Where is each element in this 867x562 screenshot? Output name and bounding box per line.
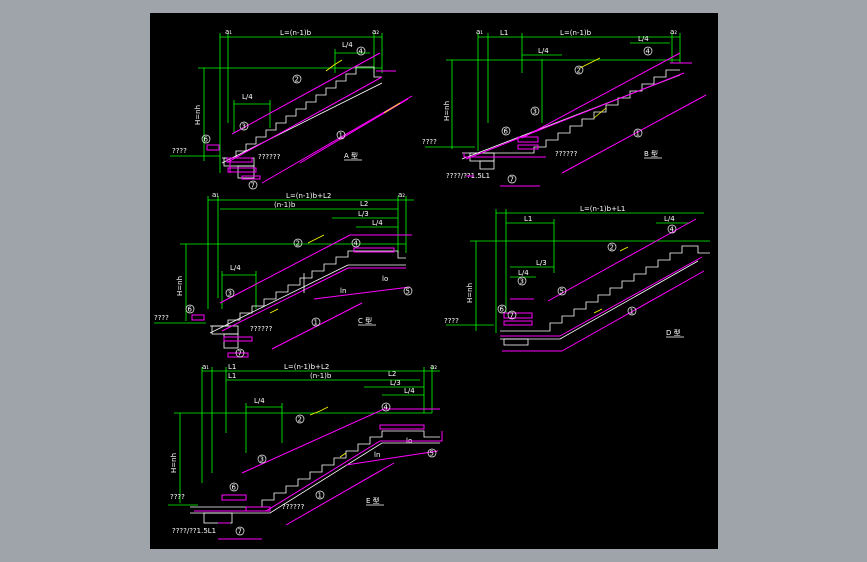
panel-a-a1: a₁ xyxy=(225,28,232,36)
panel-a: L=(n-1)b a₁ a₂ L/4 L/4 H=nh ???? ?????? … xyxy=(170,28,413,190)
svg-text:3: 3 xyxy=(260,456,264,464)
svg-text:6: 6 xyxy=(232,484,237,492)
panel-c-l3: L/3 xyxy=(358,210,369,218)
svg-text:4: 4 xyxy=(670,226,675,234)
panel-a-note-left: ???? xyxy=(172,147,187,155)
svg-text:7: 7 xyxy=(251,182,255,190)
panel-b-title: B 型 xyxy=(644,149,658,158)
svg-text:1: 1 xyxy=(318,492,322,500)
panel-d-top-dim: L=(n-1)b+L1 xyxy=(580,205,625,213)
svg-text:5: 5 xyxy=(560,288,564,296)
panel-e-note-left: ???? xyxy=(170,493,185,501)
svg-text:2: 2 xyxy=(296,240,300,248)
panel-b-quarter-top: L/4 xyxy=(638,35,649,43)
svg-text:4: 4 xyxy=(354,240,359,248)
svg-text:6: 6 xyxy=(204,136,209,144)
panel-d-l3: L/3 xyxy=(536,259,547,267)
svg-text:7: 7 xyxy=(238,350,242,358)
panel-a-height: H=nh xyxy=(194,105,202,125)
panel-a-title: A 型 xyxy=(344,151,358,160)
panel-b-note-bottom: ?????? xyxy=(555,150,578,158)
svg-text:7: 7 xyxy=(510,176,514,184)
panel-c-lo: lo xyxy=(382,275,388,283)
svg-text:1: 1 xyxy=(339,132,343,140)
svg-text:2: 2 xyxy=(610,244,614,252)
panel-d-title: D 型 xyxy=(666,328,681,337)
svg-text:6: 6 xyxy=(504,128,509,136)
panel-e-ln: ln xyxy=(374,451,380,459)
svg-text:6: 6 xyxy=(188,306,193,314)
panel-b: L=(n-1)b a₁ a₂ L1 L/4 L/4 H=nh ???? ????… xyxy=(422,28,707,187)
panel-d-l1: L1 xyxy=(524,215,532,223)
panel-c-note-bottom: ?????? xyxy=(250,325,273,333)
panel-d-l4: L/4 xyxy=(518,269,529,277)
stair-rebar-drawing: L=(n-1)b a₁ a₂ L/4 L/4 H=nh ???? ?????? … xyxy=(154,28,710,540)
svg-text:5: 5 xyxy=(430,450,434,458)
svg-text:4: 4 xyxy=(359,48,364,56)
svg-text:1: 1 xyxy=(630,308,634,316)
panel-d-height: H=nh xyxy=(466,283,474,303)
svg-text:4: 4 xyxy=(646,48,651,56)
cad-drawing-viewport[interactable]: L=(n-1)b a₁ a₂ L/4 L/4 H=nh ???? ?????? … xyxy=(150,13,718,549)
panel-a-quarter-mid: L/4 xyxy=(242,93,253,101)
svg-text:3: 3 xyxy=(520,278,524,286)
panel-e-height: H=nh xyxy=(170,453,178,473)
panel-e-title: E 型 xyxy=(366,496,380,505)
panel-c-title: C 型 xyxy=(358,316,372,325)
panel-e-a1: a₁ xyxy=(202,363,209,371)
panel-e-l4: L/4 xyxy=(404,387,415,395)
panel-c: L=(n-1)b+L2 a₁ a₂ (n-1)b L2 L/3 L/4 L/4 … xyxy=(154,191,414,358)
panel-d-quarter-top: L/4 xyxy=(664,215,675,223)
svg-text:6: 6 xyxy=(500,306,505,314)
panel-e-quarter-mid: L/4 xyxy=(254,397,265,405)
svg-text:7: 7 xyxy=(510,312,514,320)
panel-b-a1: a₁ xyxy=(476,28,483,36)
panel-c-a1: a₁ xyxy=(212,191,219,199)
panel-e-note-bottom: ?????? xyxy=(282,503,305,511)
svg-text:1: 1 xyxy=(636,130,640,138)
svg-text:7: 7 xyxy=(238,528,242,536)
panel-b-top-dim: L=(n-1)b xyxy=(560,29,592,37)
panel-a-quarter-top: L/4 xyxy=(342,41,353,49)
panel-c-quarter-mid: L/4 xyxy=(230,264,241,272)
panel-e-l1: L1 xyxy=(228,363,236,371)
panel-b-l1: L1 xyxy=(500,29,508,37)
panel-e-l1b: L1 xyxy=(228,372,236,380)
panel-e-note-extra: ????/??1.5L1 xyxy=(172,527,216,535)
svg-text:2: 2 xyxy=(298,416,302,424)
panel-b-height: H=nh xyxy=(443,101,451,121)
panel-c-l4: L/4 xyxy=(372,219,383,227)
svg-text:3: 3 xyxy=(533,108,537,116)
panel-b-note-left: ???? xyxy=(422,138,437,146)
panel-c-l2: L2 xyxy=(360,200,368,208)
panel-c-ln: ln xyxy=(340,287,346,295)
panel-d: L=(n-1)b+L1 L1 L/4 L/3 L/4 H=nh ???? 2 4… xyxy=(444,205,710,352)
panel-e-a2: a₂ xyxy=(430,363,437,371)
panel-c-top-dim: L=(n-1)b+L2 xyxy=(286,192,331,200)
panel-e-sub-dim: (n-1)b xyxy=(310,372,332,380)
panel-a-note-bottom: ?????? xyxy=(258,153,281,161)
svg-text:4: 4 xyxy=(384,404,389,412)
svg-text:5: 5 xyxy=(406,288,410,296)
panel-e-top-dim: L=(n-1)b+L2 xyxy=(284,363,329,371)
panel-e-l2: L2 xyxy=(388,370,396,378)
panel-c-height: H=nh xyxy=(176,276,184,296)
svg-text:1: 1 xyxy=(314,319,318,327)
panel-e-l3: L/3 xyxy=(390,379,401,387)
panel-b-quarter-mid: L/4 xyxy=(538,47,549,55)
panel-b-a2: a₂ xyxy=(670,28,677,36)
panel-c-note-left: ???? xyxy=(154,314,169,322)
svg-text:3: 3 xyxy=(228,290,232,298)
panel-a-a2: a₂ xyxy=(372,28,379,36)
panel-c-sub-dim: (n-1)b xyxy=(274,201,296,209)
svg-text:2: 2 xyxy=(577,67,581,75)
svg-text:2: 2 xyxy=(295,76,299,84)
svg-text:3: 3 xyxy=(242,123,246,131)
panel-c-a2: a₂ xyxy=(398,191,405,199)
panel-a-top-dim: L=(n-1)b xyxy=(280,29,312,37)
panel-d-note-left: ???? xyxy=(444,317,459,325)
panel-e: L=(n-1)b+L2 a₁ a₂ L1 L1 (n-1)b L2 L/3 L/… xyxy=(168,363,443,540)
